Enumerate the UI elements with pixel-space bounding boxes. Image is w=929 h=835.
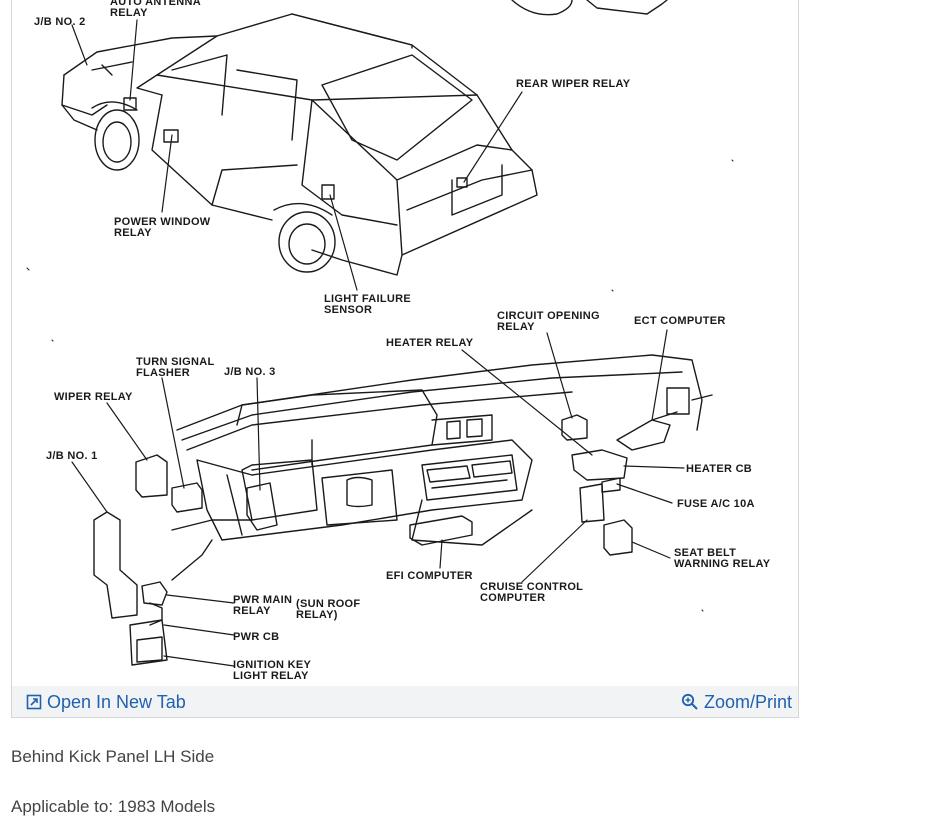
label-seat-belt-relay: SEAT BELT WARNING RELAY (674, 547, 771, 570)
label-rear-wiper-relay: REAR WIPER RELAY (516, 78, 631, 90)
figure-toolbar: Open In New Tab Zoom/Print (12, 686, 798, 717)
diagram-labels: AUTO ANTENNA RELAY J/B NO. 2 REAR WIPER … (34, 0, 771, 682)
leader-lines (71, 19, 685, 667)
open-new-tab-label: Open In New Tab (47, 692, 186, 712)
car-illustration (61, 13, 538, 276)
zoom-icon (681, 693, 698, 710)
label-cruise-control-computer: CRUISE CONTROL COMPUTER (480, 581, 586, 604)
label-pwr-main-relay: PWR MAIN RELAY (233, 594, 296, 617)
location-caption: Behind Kick Panel LH Side (11, 747, 215, 766)
zoom-print-link[interactable]: Zoom/Print (681, 692, 792, 712)
zoom-print-label: Zoom/Print (703, 692, 792, 712)
label-light-failure-sensor: LIGHT FAILURE SENSOR (324, 293, 414, 316)
label-ect-computer: ECT COMPUTER (634, 315, 726, 327)
top-part-right (586, 0, 668, 15)
component-parts (93, 414, 671, 666)
label-turn-signal-flasher: TURN SIGNAL FLASHER (136, 356, 218, 379)
label-heater-cb: HEATER CB (686, 463, 752, 475)
label-sun-roof-relay: (SUN ROOF RELAY) (296, 598, 364, 621)
figure-frame: AUTO ANTENNA RELAY J/B NO. 2 REAR WIPER … (11, 0, 799, 718)
label-ignition-key-relay: IGNITION KEY LIGHT RELAY (233, 659, 314, 682)
dashboard-illustration (171, 354, 713, 581)
open-new-tab-link[interactable]: Open In New Tab (26, 692, 186, 712)
label-jb-no1: J/B NO. 1 (46, 450, 98, 462)
label-auto-antenna-relay: AUTO ANTENNA RELAY (110, 0, 204, 19)
open-new-tab-icon (26, 694, 42, 710)
label-jb-no2: J/B NO. 2 (34, 16, 86, 28)
applicable-caption: Applicable to: 1983 Models (11, 797, 216, 816)
label-jb-no3: J/B NO. 3 (224, 366, 276, 378)
diagram-svg: AUTO ANTENNA RELAY J/B NO. 2 REAR WIPER … (26, 0, 771, 682)
label-wiper-relay: WIPER RELAY (54, 391, 133, 403)
label-power-window-relay: POWER WINDOW RELAY (114, 216, 214, 239)
label-efi-computer: EFI COMPUTER (386, 570, 473, 582)
label-circuit-opening-relay: CIRCUIT OPENING RELAY (497, 310, 603, 333)
relay-location-diagram: AUTO ANTENNA RELAY J/B NO. 2 REAR WIPER … (12, 0, 798, 686)
label-pwr-cb: PWR CB (233, 631, 279, 643)
top-part-left (511, 0, 573, 16)
scan-dots (26, 159, 734, 612)
label-fuse-ac: FUSE A/C 10A (677, 498, 755, 510)
label-heater-relay: HEATER RELAY (386, 337, 474, 349)
